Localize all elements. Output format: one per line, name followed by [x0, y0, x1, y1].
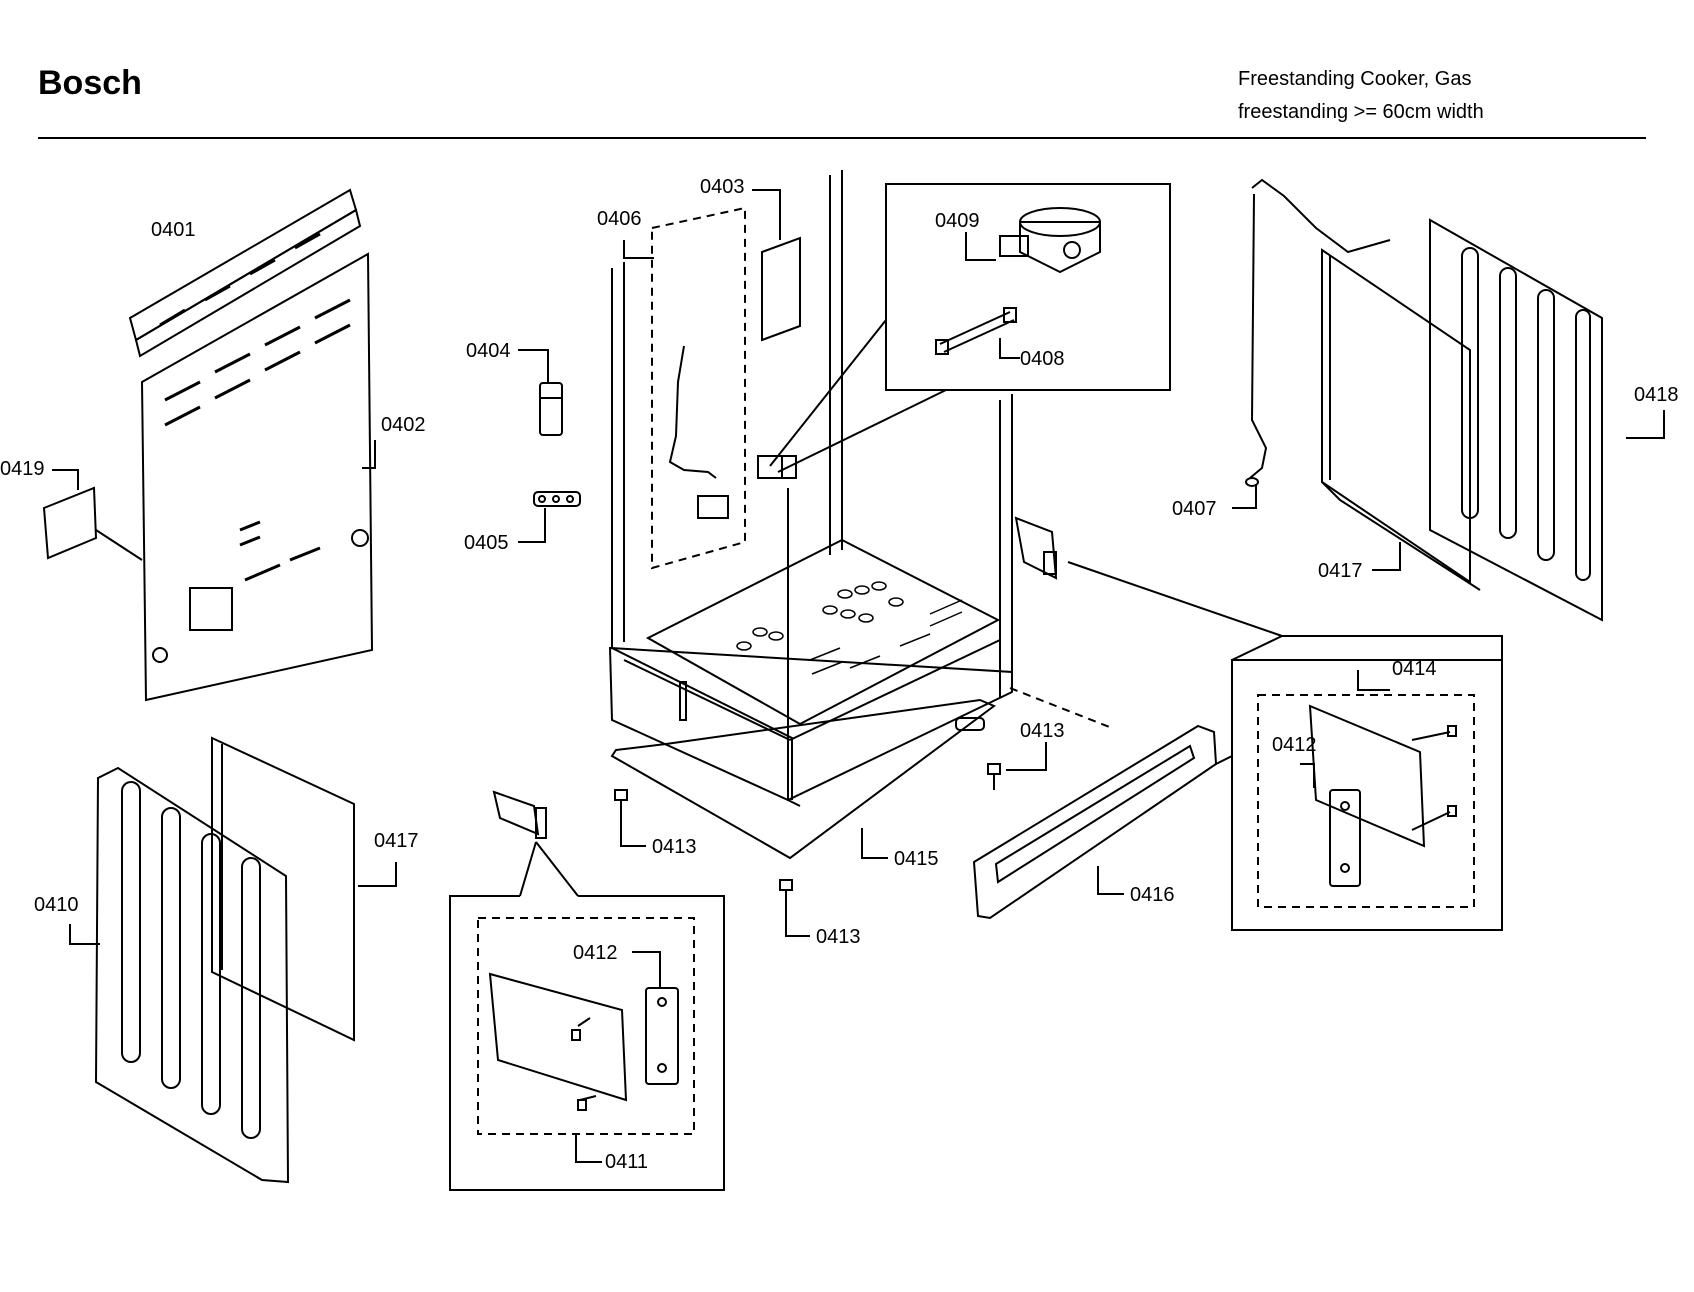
brand-title: Bosch	[38, 64, 142, 102]
label-0419: 0419	[0, 458, 45, 480]
product-category: Freestanding Cooker, Gas	[1238, 68, 1472, 90]
label-0406: 0406	[597, 208, 642, 230]
label-0401: 0401	[151, 219, 196, 241]
part-0413-screw-b[interactable]	[987, 763, 1001, 790]
part-0411-hinge-bracket[interactable]	[488, 972, 628, 1111]
label-0413-b: 0413	[1020, 720, 1065, 742]
part-0411-hinge-bracket-small[interactable]	[492, 790, 547, 839]
part-0413-screw-c[interactable]	[779, 879, 793, 906]
inset-box-valve	[885, 183, 1171, 391]
part-valve-assembled[interactable]	[757, 455, 797, 479]
inset-box-right-bracket	[1231, 659, 1503, 931]
part-0407-gas-pipe[interactable]	[1245, 178, 1391, 487]
part-0417-side-liner-right[interactable]	[1321, 248, 1481, 591]
label-0414: 0414	[1392, 658, 1437, 680]
label-0404: 0404	[466, 340, 511, 362]
leader-0404	[518, 349, 549, 382]
label-0418: 0418	[1634, 384, 1679, 406]
header-rule	[38, 137, 1646, 139]
inset-right-dashed	[1257, 694, 1475, 908]
label-0402: 0402	[381, 414, 426, 436]
leader-0413-c	[785, 906, 810, 937]
leader-0405	[518, 508, 546, 543]
leader-0417-left	[358, 862, 397, 887]
label-0407: 0407	[1172, 498, 1217, 520]
leader-0408	[999, 338, 1020, 359]
label-0408: 0408	[1020, 348, 1065, 370]
inset-box-left-bracket	[449, 895, 725, 1191]
bracket-left-callout-a	[519, 841, 537, 897]
leader-0412-right	[1300, 763, 1315, 788]
label-0409: 0409	[935, 210, 980, 232]
part-0418-side-panel-right[interactable]	[1429, 218, 1603, 622]
leader-0407	[1232, 484, 1257, 509]
leader-0419	[52, 469, 79, 490]
label-0403: 0403	[700, 176, 745, 198]
label-0417-left: 0417	[374, 830, 419, 852]
leader-0406	[623, 240, 654, 259]
label-0413-a: 0413	[652, 836, 697, 858]
bracket-right-callout	[1067, 561, 1283, 637]
label-0416: 0416	[1130, 884, 1175, 906]
valve-callout-lines	[769, 319, 947, 473]
part-0410-side-panel-left[interactable]	[94, 766, 290, 1184]
part-0414-hinge-bracket[interactable]	[1308, 704, 1457, 848]
leader-0403	[752, 189, 781, 240]
part-0412-hinge-block-left[interactable]	[645, 987, 679, 1085]
label-0410: 0410	[34, 894, 79, 916]
label-0417-right: 0417	[1318, 560, 1363, 582]
leader-0416	[1097, 866, 1124, 895]
part-0417-side-liner-left[interactable]	[211, 736, 355, 1042]
part-0415-base-plate[interactable]	[610, 698, 996, 860]
part-0419-cover-plate[interactable]	[42, 486, 143, 561]
leader-0410	[69, 924, 100, 945]
bracket-left-callout-b	[535, 841, 579, 897]
leader-0409	[965, 232, 996, 261]
label-0413-c: 0413	[816, 926, 861, 948]
leader-0413-a	[620, 818, 646, 847]
frame-vent-slots	[736, 581, 963, 675]
part-0403-circuit-board[interactable]	[761, 236, 801, 342]
inset-left-dashed	[477, 917, 695, 1135]
part-0409-gas-valve[interactable]	[999, 207, 1101, 274]
label-0405: 0405	[464, 532, 509, 554]
product-subcategory: freestanding >= 60cm width	[1238, 101, 1484, 123]
label-0412-right: 0412	[1272, 734, 1317, 756]
part-0401-rear-trim[interactable]	[128, 188, 362, 358]
leader-0418	[1626, 410, 1665, 439]
leader-0402	[362, 440, 376, 469]
part-0416-front-kickplate[interactable]	[972, 724, 1233, 920]
part-0405-terminal-block[interactable]	[533, 491, 581, 507]
leader-0415-dash	[1009, 687, 1113, 729]
leader-0415	[861, 828, 888, 859]
leader-0414	[1357, 670, 1390, 691]
oven-frame[interactable]	[608, 170, 1013, 807]
label-0412-left: 0412	[573, 942, 618, 964]
part-0404-knob-housing[interactable]	[539, 382, 563, 436]
label-0415: 0415	[894, 848, 939, 870]
part-0402-rear-panel[interactable]	[140, 252, 374, 702]
label-0411: 0411	[605, 1151, 649, 1173]
part-0414-hinge-bracket-small[interactable]	[1014, 516, 1058, 580]
inset-right-callout	[1231, 635, 1503, 661]
part-0406-thermocouple-group[interactable]	[651, 206, 746, 570]
part-0413-screw-a[interactable]	[614, 789, 628, 818]
leader-0413-b	[1006, 742, 1047, 771]
leader-0411	[575, 1134, 602, 1163]
leader-0412-left	[632, 951, 661, 988]
part-0412-hinge-block-right[interactable]	[1329, 789, 1361, 887]
leader-0417-right	[1372, 542, 1401, 571]
part-0408-valve-pin[interactable]	[935, 307, 1017, 355]
